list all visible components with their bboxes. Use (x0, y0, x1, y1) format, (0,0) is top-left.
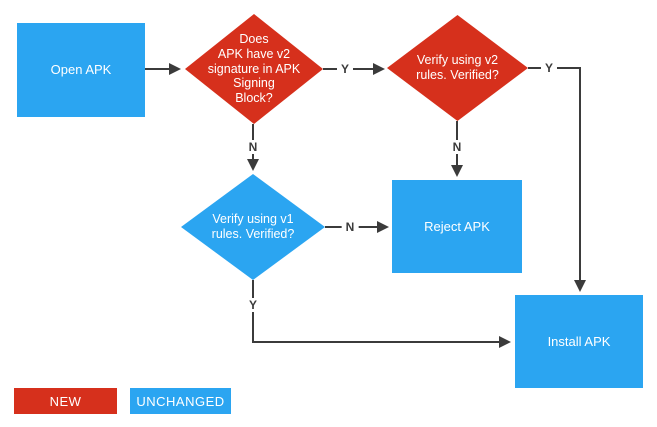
node-reject-apk-label: Reject APK (424, 218, 490, 234)
node-v2-signature-check-label: Does APK have v2 signature in APK Signin… (207, 32, 301, 106)
edge-label-v1verify-no: N (341, 220, 359, 234)
legend-unchanged: UNCHANGED (130, 388, 231, 414)
node-verify-v2-rules-label: Verify using v2 rules. Verified? (416, 53, 499, 82)
node-install-apk-label: Install APK (547, 333, 611, 349)
node-open-apk-label: Open APK (50, 62, 112, 78)
node-open-apk: Open APK (17, 23, 145, 117)
legend-new: NEW (14, 388, 117, 414)
edge-v2verify-yes-to-install (528, 67, 586, 292)
legend-unchanged-label: UNCHANGED (136, 393, 225, 409)
edge-label-v2verify-yes: Y (540, 61, 558, 75)
edge-v1verify-yes-to-install (252, 280, 511, 348)
node-reject-apk: Reject APK (392, 180, 522, 273)
node-install-apk: Install APK (515, 295, 643, 388)
legend-new-label: NEW (49, 393, 82, 409)
node-verify-v1-rules-label: Verify using v1 rules. Verified? (211, 212, 295, 241)
edge-label-v1verify-yes: Y (244, 298, 262, 312)
edge-label-v2check-no: N (244, 140, 262, 154)
edge-label-v2check-yes: Y (336, 62, 354, 76)
edge-label-v2verify-no: N (448, 140, 466, 154)
